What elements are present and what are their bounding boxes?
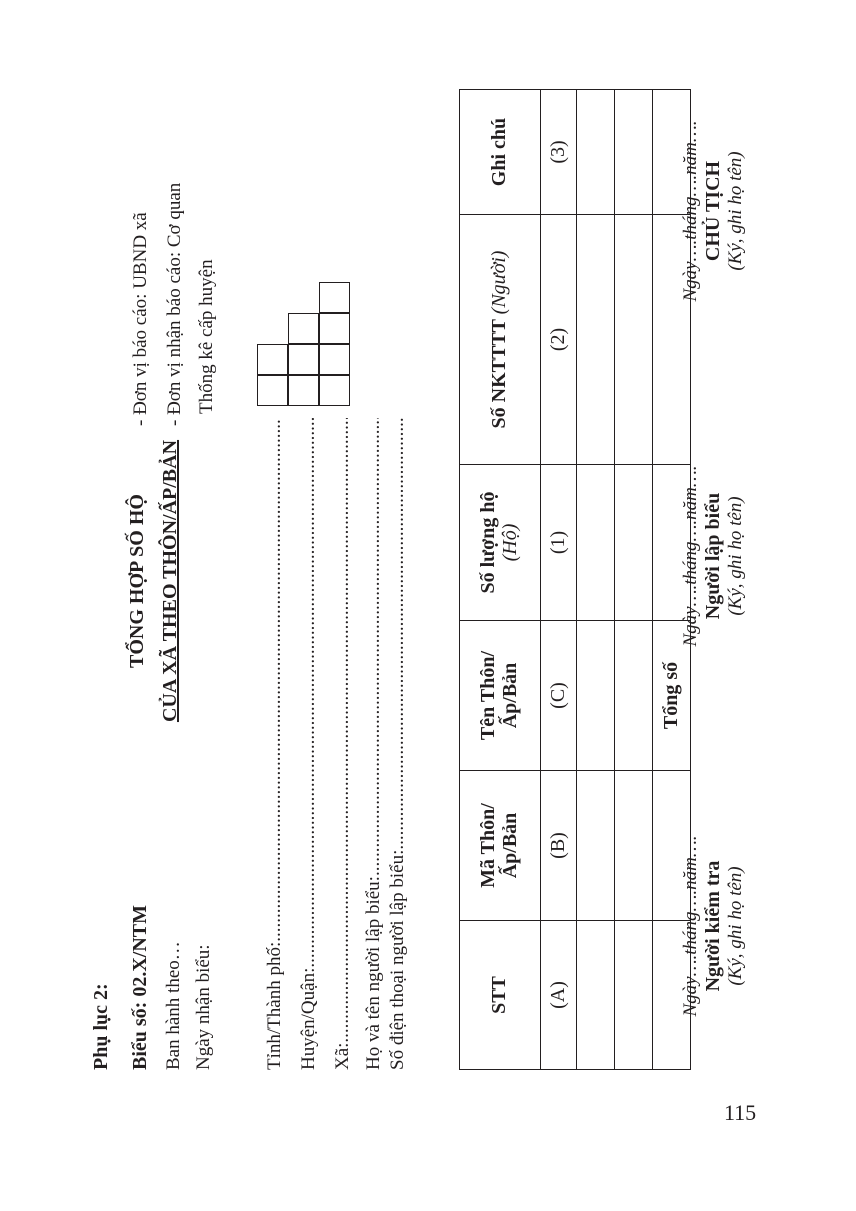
form-number: Biểu số: 02.X/NTM xyxy=(129,905,151,1070)
dotted-leader: ........................................… xyxy=(332,418,353,1043)
index-cell: (2) xyxy=(540,214,577,465)
header-stt: STT xyxy=(459,920,541,1070)
code-box[interactable] xyxy=(288,344,319,375)
form-title-line1: TỔNG HỢP SỐ HỘ xyxy=(126,494,148,668)
signature-role: Người lập biểu xyxy=(702,492,724,620)
reporting-unit: - Đơn vị báo cáo: UBND xã xyxy=(130,212,151,426)
header-household-count: Số lượng hộ(Hộ) xyxy=(459,464,541,621)
phone-field[interactable]: Số điện thoại người lập biểu:...........… xyxy=(387,418,409,1070)
table-cell[interactable] xyxy=(614,214,653,465)
signature-date: Ngày….tháng….năm…. xyxy=(680,835,701,1017)
table-cell[interactable] xyxy=(614,620,653,771)
page-number: 115 xyxy=(724,1100,757,1125)
table-cell[interactable] xyxy=(576,770,615,921)
table-cell[interactable] xyxy=(614,770,653,921)
index-cell: (C) xyxy=(540,620,577,771)
signature-note: (Ký, ghi họ tên) xyxy=(725,151,746,271)
code-box[interactable] xyxy=(319,375,350,406)
province-field[interactable]: Tỉnh/Thành phố:.........................… xyxy=(264,418,286,1070)
header-population: Số NKTTTT (Người) xyxy=(459,214,541,465)
table-cell[interactable] xyxy=(576,920,615,1070)
table-index-row: (A) (B) (C) (1) (2) (3) xyxy=(540,89,577,1070)
signature-preparer: Ngày….tháng….năm…. Người lập biểu (Ký, g… xyxy=(680,401,747,711)
signature-note: (Ký, ghi họ tên) xyxy=(725,866,746,986)
table-cell[interactable] xyxy=(576,89,615,215)
receiving-unit-line2: Thống kê cấp huyện xyxy=(196,259,217,414)
code-box[interactable] xyxy=(288,375,319,406)
code-box[interactable] xyxy=(319,344,350,375)
issued-by: Ban hành theo… xyxy=(163,941,184,1070)
district-label: Huyện/Quận: xyxy=(298,967,319,1070)
commune-label: Xã: xyxy=(332,1042,353,1070)
table-cell[interactable] xyxy=(576,620,615,771)
code-box[interactable] xyxy=(288,313,319,344)
table-row xyxy=(614,89,653,1070)
household-unit: (Hộ) xyxy=(499,523,521,562)
district-field[interactable]: Huyện/Quận:.............................… xyxy=(298,418,320,1070)
receiving-unit-line1: - Đơn vị nhận báo cáo: Cơ quan xyxy=(164,182,185,426)
dotted-leader: ........................................… xyxy=(298,418,319,968)
dotted-leader: ........................................… xyxy=(264,418,285,942)
form-title-line2: CỦA XÃ THEO THÔN/ẤP/BẢN xyxy=(159,439,181,723)
households-table: STT Mã Thôn/ Ấp/Bản Tên Thôn/ Ấp/Bản Số … xyxy=(459,89,691,1070)
signature-note: (Ký, ghi họ tên) xyxy=(725,496,746,616)
phone-label: Số điện thoại người lập biểu: xyxy=(387,849,408,1070)
table-cell[interactable] xyxy=(614,89,653,215)
table-cell[interactable] xyxy=(614,464,653,621)
header-village-code: Mã Thôn/ Ấp/Bản xyxy=(459,770,541,921)
received-date: Ngày nhận biểu: xyxy=(193,944,214,1070)
index-cell: (A) xyxy=(540,920,577,1070)
table-cell[interactable] xyxy=(576,214,615,465)
index-cell: (3) xyxy=(540,89,577,215)
table-cell[interactable] xyxy=(576,464,615,621)
signature-role: Người kiểm tra xyxy=(702,860,724,992)
header-notes: Ghi chú xyxy=(459,89,541,215)
signature-date: Ngày….tháng….năm…. xyxy=(680,465,701,647)
preparer-label: Họ và tên người lập biểu: xyxy=(363,876,384,1070)
code-box[interactable] xyxy=(257,375,288,406)
signature-checker: Ngày….tháng….năm…. Người kiểm tra (Ký, g… xyxy=(680,771,747,1081)
code-box[interactable] xyxy=(319,313,350,344)
header-village-name: Tên Thôn/ Ấp/Bản xyxy=(459,620,541,771)
province-label: Tỉnh/Thành phố: xyxy=(264,941,285,1070)
index-cell: (B) xyxy=(540,770,577,921)
table-row xyxy=(576,89,615,1070)
dotted-leader: ........................................… xyxy=(387,418,408,850)
signature-date: Ngày….tháng….năm…. xyxy=(680,120,701,302)
code-box[interactable] xyxy=(257,344,288,375)
index-cell: (1) xyxy=(540,464,577,621)
table-header-row: STT Mã Thôn/ Ấp/Bản Tên Thôn/ Ấp/Bản Số … xyxy=(459,89,541,1070)
signature-chairman: Ngày….tháng….năm…. CHỦ TỊCH (Ký, ghi họ … xyxy=(680,56,747,366)
code-box[interactable] xyxy=(319,282,350,313)
appendix-label: Phụ lục 2: xyxy=(90,983,112,1070)
table-cell[interactable] xyxy=(614,920,653,1070)
commune-field[interactable]: Xã:.....................................… xyxy=(332,418,354,1070)
signature-role: CHỦ TỊCH xyxy=(702,160,724,262)
preparer-field[interactable]: Họ và tên người lập biểu:...............… xyxy=(363,418,385,1070)
population-unit: (Người) xyxy=(488,250,511,315)
dotted-leader: ........................................… xyxy=(363,418,384,877)
